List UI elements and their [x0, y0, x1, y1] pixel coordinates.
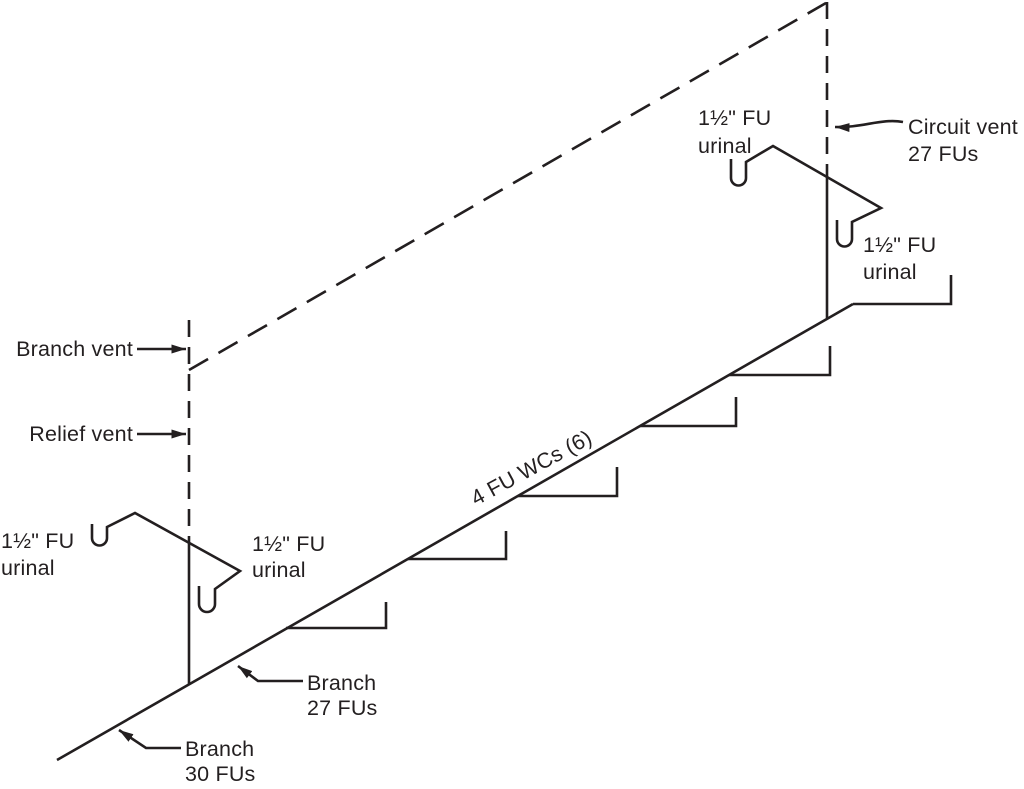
urinal-right-label-line2: urinal [863, 260, 917, 284]
branch-vent-diagonal-line [188, 1, 827, 372]
branch-30-arrow [118, 728, 181, 750]
main-branch-drain-line [56, 302, 854, 762]
wc-fixture-3 [518, 467, 619, 498]
circuit-vent-label-line2: 27 FUs [908, 142, 979, 166]
drain-solid-lines-group [56, 144, 953, 762]
branch-27-label-line2: 27 FUs [307, 696, 378, 720]
branch-27-label-line1: Branch [307, 671, 376, 695]
wc-fixture-2 [408, 531, 508, 561]
wc-fixture-6 [853, 275, 953, 306]
urinal-left-edge-label-line2: urinal [1, 556, 55, 580]
right-urinal-branch-line [729, 144, 884, 248]
wc-fixture-5 [729, 346, 832, 377]
urinal-top-right-label-line1: 1½" FU [698, 106, 771, 130]
branch-30-label-line2: 30 FUs [185, 762, 256, 786]
relief-vent-label: Relief vent [29, 422, 133, 446]
wc-run-label: 4 FU WCs (6) [467, 425, 596, 510]
wc-fixture-4 [640, 397, 738, 428]
left-urinal-branch-line [90, 511, 243, 614]
urinal-left-label-line1: 1½" FU [252, 532, 325, 556]
urinal-top-right-label-line2: urinal [698, 134, 752, 158]
branch-27-arrow [237, 664, 303, 683]
branch-30-label-line1: Branch [185, 737, 254, 761]
circuit-vent-arrow [834, 119, 904, 133]
urinal-left-edge-label-line1: 1½" FU [1, 529, 74, 553]
circuit-vent-label-line1: Circuit vent [908, 115, 1018, 139]
vent-dashed-lines-group [187, 1, 829, 542]
branch-vent-label: Branch vent [16, 337, 133, 361]
leader-arrows-group [118, 119, 904, 750]
wc-fixture-1 [286, 602, 388, 630]
urinal-right-label-line1: 1½" FU [863, 233, 936, 257]
urinal-left-label-line2: urinal [252, 558, 306, 582]
